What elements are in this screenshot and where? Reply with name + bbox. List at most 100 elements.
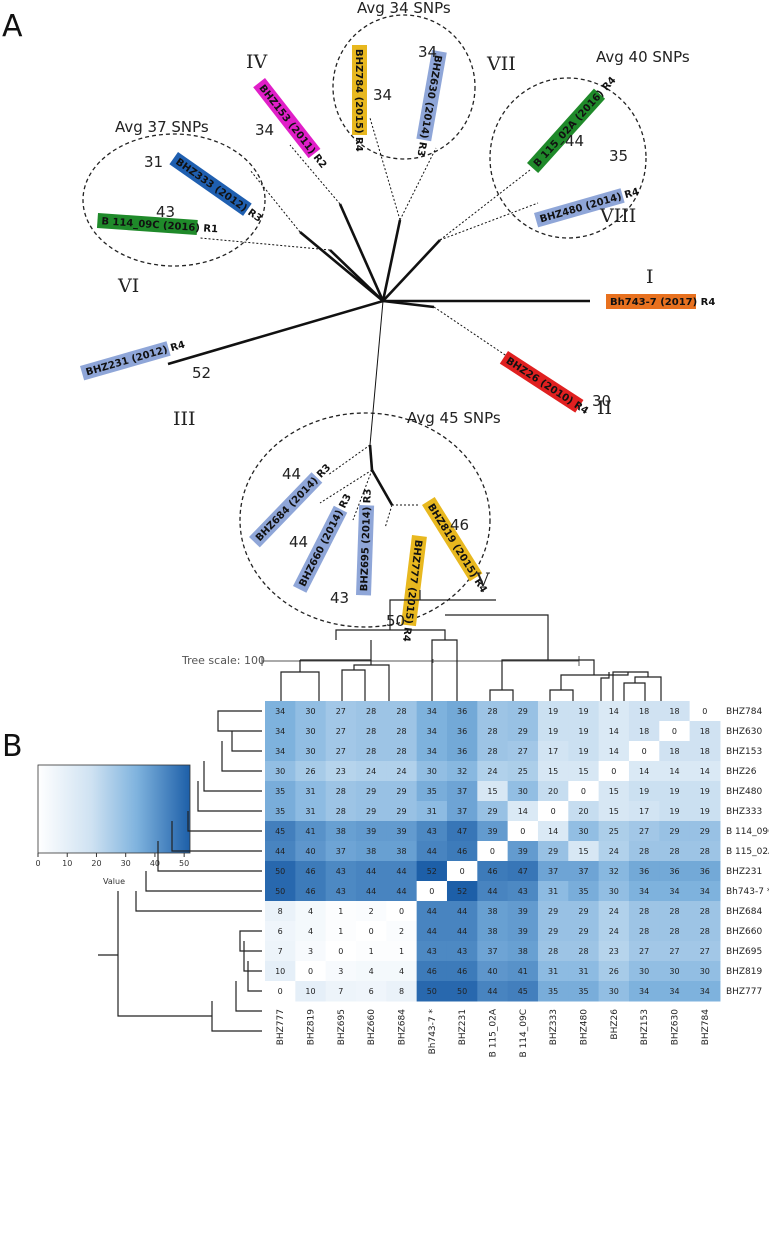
- heatmap-cell-value: 0: [520, 827, 525, 836]
- heatmap-cell: [507, 841, 539, 862]
- clade-label-viii: VIII: [599, 205, 636, 227]
- heatmap-cell: [537, 801, 569, 822]
- heatmap-cell: [446, 981, 478, 1002]
- heatmap-cell: [325, 841, 357, 862]
- heatmap-cell: [446, 761, 478, 782]
- heatmap-cell: [598, 761, 630, 782]
- heatmap-cell-value: 1: [338, 907, 343, 916]
- heatmap-cell: [568, 921, 600, 942]
- heatmap-cell-value: 35: [275, 807, 285, 816]
- heatmap-cell-value: 18: [639, 727, 649, 736]
- heatmap-cell: [265, 721, 296, 742]
- heatmap-cell-value: 29: [396, 787, 406, 796]
- heatmap-cell: [386, 741, 418, 762]
- heatmap-cell-value: 50: [427, 987, 437, 996]
- heatmap-cell-value: 20: [578, 807, 588, 816]
- heatmap-cell-value: 40: [487, 967, 497, 976]
- heatmap-cell: [477, 781, 509, 802]
- heatmap-cell-value: 41: [305, 827, 315, 836]
- heatmap-cell-value: 15: [487, 787, 497, 796]
- heatmap-cell: [537, 901, 569, 922]
- heatmap-cell: [355, 721, 387, 742]
- heatmap-cell-value: 28: [700, 847, 710, 856]
- snp-bhz819: 46: [450, 516, 469, 534]
- heatmap-cell-value: 44: [366, 887, 376, 896]
- heatmap-cell-value: 27: [336, 727, 346, 736]
- heatmap-cell: [325, 801, 357, 822]
- heatmap-cell: [477, 961, 509, 982]
- heatmap-cell-value: 39: [487, 827, 497, 836]
- heatmap-cell: [386, 961, 418, 982]
- heatmap-cell: [355, 821, 387, 842]
- heatmap-cell-value: 45: [518, 987, 528, 996]
- heatmap-cell: [507, 821, 539, 842]
- heatmap-cell-value: 44: [487, 987, 497, 996]
- heatmap-cell-value: 36: [639, 867, 649, 876]
- heatmap-row-label: BHZ630: [726, 727, 763, 737]
- heatmap-cell-value: 24: [487, 767, 497, 776]
- heatmap-cell: [628, 761, 660, 782]
- heatmap-cell-value: 46: [305, 867, 315, 876]
- tree-scale-bar: [261, 656, 580, 666]
- heatmap-cell-value: 35: [275, 787, 285, 796]
- leaf-bhz784-label: BHZ784 (2015) R4: [353, 49, 364, 152]
- heatmap-cell-value: 3: [338, 967, 343, 976]
- heatmap-cell-value: 34: [700, 887, 710, 896]
- heatmap-cell: [295, 961, 327, 982]
- heatmap-cell: [659, 921, 691, 942]
- heatmap-cell-value: 24: [609, 907, 619, 916]
- heatmap-cell-value: 36: [700, 867, 710, 876]
- heatmap-cell: [689, 781, 721, 802]
- leaf-bhz480-box: [534, 188, 625, 228]
- heatmap-cell-value: 29: [487, 807, 497, 816]
- leaf-bhz231: BHZ231 (2012) R4: [80, 339, 186, 381]
- clade-circle-vi: [82, 133, 266, 267]
- heatmap-cell-value: 28: [669, 927, 679, 936]
- snp-bhz695: 43: [330, 589, 349, 607]
- heatmap-cell: [386, 761, 418, 782]
- heatmap-cell-value: 1: [369, 947, 374, 956]
- heatmap-cell-value: 32: [609, 867, 619, 876]
- heatmap-cell-value: 14: [609, 707, 619, 716]
- heatmap-cell-value: 3: [308, 947, 313, 956]
- heatmap-cell-value: 31: [548, 887, 558, 896]
- column-dendrogram: [280, 590, 662, 702]
- heatmap-cell: [628, 781, 660, 802]
- heatmap-row-label: BHZ480: [726, 787, 763, 797]
- heatmap-cell: [386, 781, 418, 802]
- snp-bhz26: 30: [592, 392, 611, 410]
- heatmap-cell: [537, 861, 569, 882]
- heatmap-cell: [477, 701, 509, 722]
- heatmap-cell: [416, 901, 448, 922]
- heatmap-cell-value: 19: [548, 707, 558, 716]
- heatmap-cell-value: 6: [278, 927, 283, 936]
- heatmap-cell-value: 19: [700, 787, 710, 796]
- heatmap-cell-value: 0: [611, 767, 616, 776]
- heatmap-cell-value: 19: [548, 727, 558, 736]
- heatmap-cell: [265, 961, 296, 982]
- heatmap-cell-value: 50: [457, 987, 467, 996]
- heatmap-cell: [386, 861, 418, 882]
- heatmap-cell: [507, 981, 539, 1002]
- heatmap-cell-value: 47: [457, 827, 467, 836]
- heatmap-row-label: BHZ819: [726, 967, 763, 977]
- heatmap-cell-value: 28: [336, 807, 346, 816]
- heatmap-cell-value: 52: [427, 867, 437, 876]
- heatmap-cell: [477, 821, 509, 842]
- leaf-bhz695: BHZ695 (2014) R3: [356, 488, 375, 596]
- heatmap-cell-value: 27: [336, 747, 346, 756]
- heatmap-cell: [568, 941, 600, 962]
- heatmap-cell: [598, 861, 630, 882]
- heatmap-cell-value: 0: [581, 787, 586, 796]
- heatmap-cell: [386, 821, 418, 842]
- heatmap-cell-value: 38: [518, 947, 528, 956]
- heatmap-cell: [628, 741, 660, 762]
- heatmap-cell-value: 43: [336, 887, 346, 896]
- tree-branches: [167, 117, 590, 529]
- heatmap-cell: [689, 821, 721, 842]
- heatmap-cell: [659, 881, 691, 902]
- heatmap-cell-value: 23: [609, 947, 619, 956]
- heatmap-cell-value: 28: [578, 947, 588, 956]
- heatmap-cell: [446, 741, 478, 762]
- heatmap-cell: [355, 901, 387, 922]
